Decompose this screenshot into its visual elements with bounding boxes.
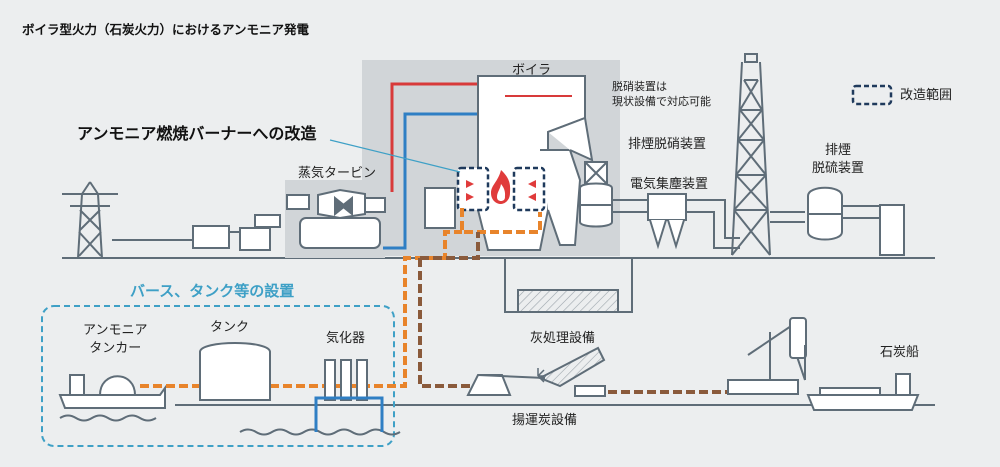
ammonia-burner-line: [460, 208, 542, 234]
vaporizer-label: 気化器: [326, 331, 366, 346]
electrostatic-precipitator-label: 電気集塵装置: [630, 177, 709, 192]
burner-mod-label: アンモニア燃焼バーナーへの改造: [77, 124, 317, 143]
vaporizer-water-loop: [314, 396, 384, 432]
coal-handling-label: 揚運炭設備: [512, 413, 578, 428]
flue-gas-denitration-icon: [579, 161, 613, 228]
steam-turbine-label: 蒸気タービン: [298, 166, 377, 181]
modification-range-legend-label: 改造範囲: [900, 88, 953, 103]
burner-mod-box-right: [512, 166, 546, 212]
burner-arrow-icons: [466, 180, 536, 201]
flue-gas-desulfurization-icon: [807, 186, 905, 256]
steam-turbine-icon: [286, 188, 386, 249]
modification-range-legend-swatch: [851, 84, 893, 106]
coal-supply-line: [418, 258, 750, 394]
water-waves: [59, 414, 401, 436]
flue-gas-desulfurization-label: 排煙 脱硫装置: [812, 143, 865, 176]
boiler-label: ボイラ: [512, 63, 552, 78]
coal-unloader-icon: [466, 346, 606, 397]
ammonia-tanker-label: アンモニア タンカー: [83, 323, 148, 356]
tank-label: タンク: [210, 320, 250, 335]
stack-icon: [731, 53, 771, 256]
page-title: ボイラ型火力（石炭火力）におけるアンモニア発電: [22, 22, 310, 37]
ammonia-supply-line: [140, 230, 462, 388]
flame-icon: [491, 170, 511, 204]
switchyard-line: [112, 231, 260, 241]
boiler-icon: [424, 75, 594, 251]
ash-handling-label: 灰処理設備: [530, 331, 596, 346]
electrostatic-precipitator-icon: [647, 193, 687, 250]
ash-handling-icon: [517, 289, 619, 313]
switchyard-icon: [192, 214, 281, 251]
feedwater-line: [383, 112, 480, 250]
denitration-note: 脱硝装置は 現状設備で対応可能: [612, 80, 711, 108]
burner-mod-box-left: [456, 166, 490, 212]
tank-icon: [175, 342, 300, 406]
pumpjack-icon: [727, 317, 807, 395]
transmission-tower-icon: [62, 181, 118, 259]
coal-ship-label: 石炭船: [880, 345, 920, 360]
vaporizer-icon: [324, 359, 368, 401]
berth-area-box: [41, 305, 395, 447]
flue-duct: [612, 199, 648, 213]
flue-gas-denitration-label: 排煙脱硝装置: [628, 137, 707, 152]
coal-ship-icon: [806, 373, 920, 411]
coal-spray-icon: [537, 368, 546, 383]
flue-duct-3: [770, 211, 805, 223]
berth-tank-label: バース、タンク等の設置: [130, 282, 295, 300]
coal-line-to-boiler: [420, 232, 480, 260]
ammonia-tanker-icon: [58, 374, 166, 409]
